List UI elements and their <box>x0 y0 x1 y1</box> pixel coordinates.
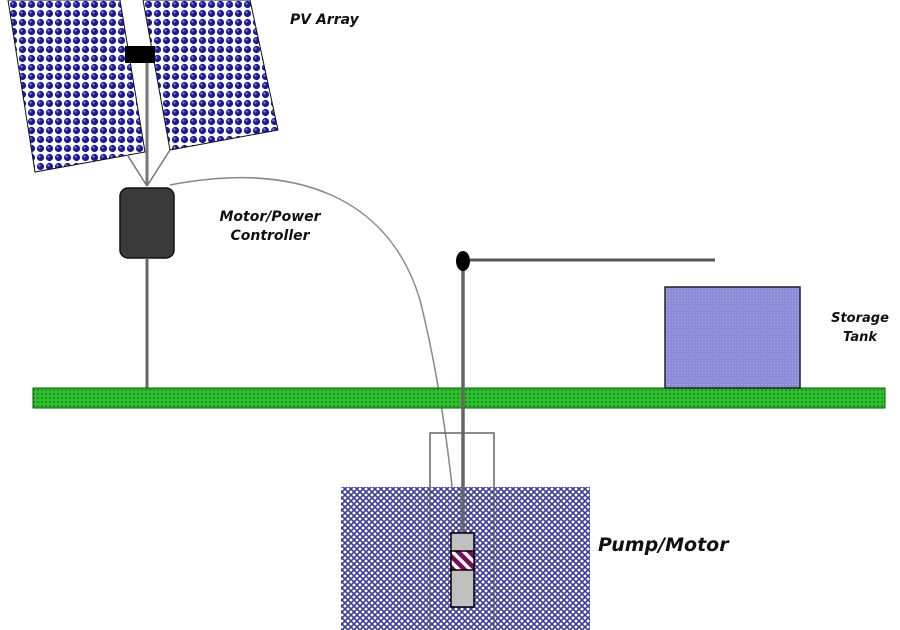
controller-label: Motor/Power Controller <box>205 208 335 246</box>
pv-array-label: PV Array <box>290 12 359 28</box>
pv-panel-right <box>142 0 279 151</box>
controller-label-line2: Controller <box>230 228 310 244</box>
pipe-elbow <box>456 251 470 271</box>
pump-motor-label: Pump/Motor <box>598 534 729 556</box>
panel-mount-bracket <box>125 46 155 63</box>
storage-tank-label: Storage Tank <box>820 309 900 347</box>
power-cable <box>169 177 458 536</box>
pv-panel-left <box>7 0 146 173</box>
motor-power-controller <box>119 187 175 259</box>
panel-wire-right <box>146 149 171 187</box>
panel-wire-left <box>127 155 148 187</box>
storage-tank <box>664 286 801 389</box>
pump-motor-band <box>450 550 475 571</box>
ground-surface <box>32 387 886 409</box>
controller-label-line1: Motor/Power <box>219 209 321 225</box>
tank-label-line2: Tank <box>843 330 877 345</box>
tank-label-line1: Storage <box>831 311 889 326</box>
